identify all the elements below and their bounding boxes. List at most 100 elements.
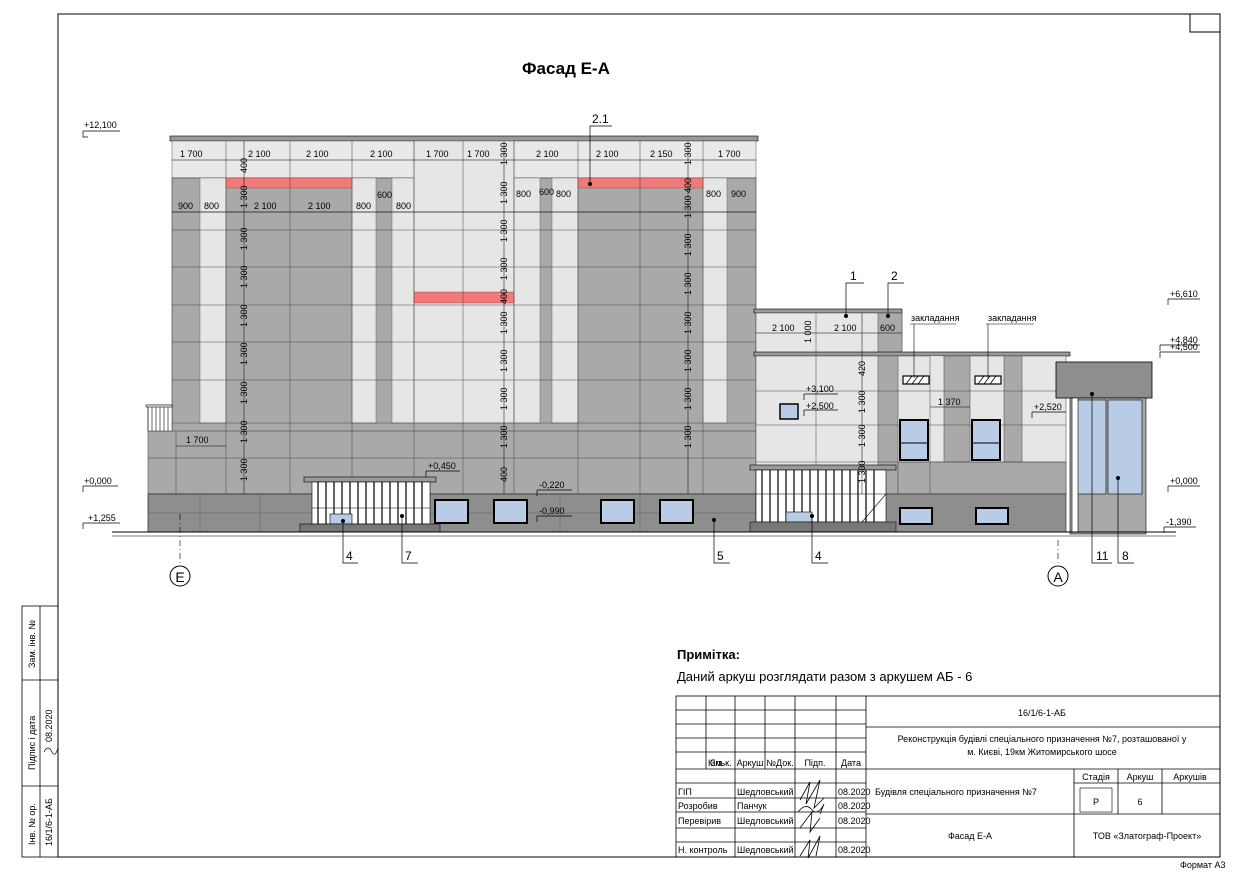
dim-text: 2 100: [308, 201, 331, 211]
dim-text: 1 300: [499, 349, 509, 372]
stamp-building: Будівля спеціального призначення №7: [875, 787, 1037, 797]
dim-text: 1 700: [467, 149, 490, 159]
dim-text: 800: [204, 201, 219, 211]
dim-text: 1 300: [499, 425, 509, 448]
stamp-name: Шедловський: [737, 816, 794, 826]
axis-marker-e: [169, 565, 191, 587]
level-label: +6,610: [1170, 289, 1198, 299]
dim-text: 420: [857, 361, 867, 376]
entrance-canopy-left: [299, 476, 441, 533]
dim-text: 1 300: [683, 311, 693, 334]
side-stamp: [21, 605, 59, 858]
stamp-rows: ГІП Шедловський 08.2020 Розробив Панчук …: [678, 787, 871, 855]
dim-text: 1 700: [718, 149, 741, 159]
callout-label: 1: [850, 269, 857, 283]
callout-label: 4: [815, 549, 822, 563]
stamp-code: 16/1/6-1-АБ: [1018, 708, 1066, 718]
stamp-stage-header: Стадія: [1082, 772, 1110, 782]
level-label: +0,450: [428, 461, 456, 471]
level-label: +3,100: [806, 384, 834, 394]
dim-text: 400: [499, 467, 509, 482]
dim-text: 2 100: [254, 201, 277, 211]
level-label: +0,000: [1170, 476, 1198, 486]
vertical-dims-mid: 1 300 1 300 1 300 1 300 400 1 300 1 300 …: [499, 142, 509, 482]
dim-text: 1 300: [683, 272, 693, 295]
zakladannya-label: закладання: [988, 313, 1037, 323]
dim-text: 1 300: [239, 265, 249, 288]
vertical-dims-right: 1 300 400 1 300 1 300 1 300 1 300 1 300 …: [683, 142, 693, 448]
dim-text: 1 300: [499, 257, 509, 280]
callout-label: 7: [405, 549, 412, 563]
glazed-vestibule: [1055, 361, 1153, 535]
dim-text: 1 300: [499, 181, 509, 204]
axis-marker-a: [1047, 565, 1069, 587]
dim-text: 1 300: [683, 425, 693, 448]
dim-text: 1 300: [499, 142, 509, 165]
roof-parapet: [169, 135, 759, 142]
stamp-col-header: Кільк.: [708, 758, 732, 768]
level-label: +2,500: [806, 401, 834, 411]
dim-text: 2 100: [596, 149, 619, 159]
dim-text: 800: [706, 189, 721, 199]
dim-text: 2 100: [306, 149, 329, 159]
main-building: [145, 135, 759, 495]
dim-text: 1 300: [683, 142, 693, 165]
stamp-company: ТОВ «Златограф-Проект»: [1093, 831, 1201, 841]
dim-text: 1 300: [239, 227, 249, 250]
level-label: +0,000: [84, 476, 112, 486]
callout-label: 8: [1122, 549, 1129, 563]
signatures: [797, 779, 825, 859]
stamp-sheet-name: Фасад Е-А: [948, 831, 992, 841]
dim-text: 1 370: [938, 397, 961, 407]
dim-text: 1 300: [683, 387, 693, 410]
annex-building: [749, 308, 1071, 533]
corner-box: [1189, 13, 1221, 33]
stamp-date: 08.2020: [838, 845, 871, 855]
dim-text: 900: [731, 189, 746, 199]
dim-text: 600: [377, 190, 392, 200]
vertical-dims-annex: 1 000 420 1 300 1 300 1 300: [803, 320, 867, 483]
stamp-col-header: №Док.: [766, 758, 793, 768]
dim-text: 2 100: [370, 149, 393, 159]
dim-text: 1 300: [239, 381, 249, 404]
dim-text: 600: [880, 323, 895, 333]
dim-text: 1 300: [499, 387, 509, 410]
top-dimension-texts: 1 700 2 100 2 100 2 100 1 700 1 700 2 10…: [180, 149, 741, 159]
annex-dims: 2 100 2 100 600 1 370: [756, 323, 970, 408]
dim-text: 1 300: [683, 233, 693, 256]
note-heading: Примітка:: [677, 647, 740, 662]
dim-text: 2 100: [772, 323, 795, 333]
sheet-format: Формат А3: [1180, 860, 1225, 870]
stamp-date: 08.2020: [838, 787, 871, 797]
level-label: +2,520: [1034, 402, 1062, 412]
side-inv: Інв. № ор.: [27, 803, 37, 845]
stamp-stage: Р: [1093, 797, 1099, 807]
dim-text: 400: [683, 178, 693, 193]
level-label: +12,100: [84, 120, 117, 130]
stamp-name: Шедловський: [737, 845, 794, 855]
dim-text: 900: [178, 201, 193, 211]
level-label: -0,220: [539, 480, 565, 490]
stamp-col-header: Підп.: [804, 758, 825, 768]
balcony-railing: [145, 404, 173, 431]
dim-text: 1 700: [186, 435, 209, 445]
level-label: +1,255: [88, 513, 116, 523]
dim-text: 1 300: [683, 195, 693, 218]
stamp-col-header: Зм.: [710, 758, 724, 768]
level-label: -0,990: [539, 506, 565, 516]
dim-text: 1 300: [239, 185, 249, 208]
dim-text: 1 300: [499, 219, 509, 242]
callout-label: 11: [1096, 549, 1109, 563]
level-label: +4,840: [1170, 335, 1198, 345]
dim-text: 400: [499, 289, 509, 304]
dim-text: 800: [396, 201, 411, 211]
dim-text: 1 300: [857, 424, 867, 447]
dim-text: 1 300: [239, 420, 249, 443]
level-marks: [82, 130, 1200, 533]
stamp-name: Шедловський: [737, 787, 794, 797]
callout-label: 5: [717, 549, 724, 563]
dim-text: 2 100: [834, 323, 857, 333]
side-pidpys-date: 08.2020: [44, 709, 54, 742]
dim-text: 1 700: [426, 149, 449, 159]
dim-text: 1 700: [180, 149, 203, 159]
